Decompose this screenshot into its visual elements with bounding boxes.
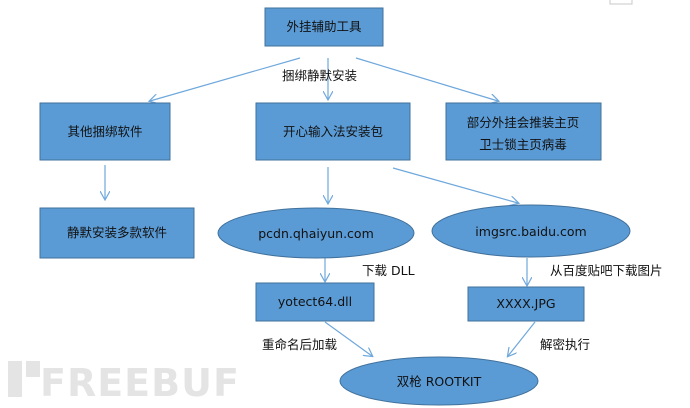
node-homepage-line2: 卫士锁主页病毒 <box>479 137 567 152</box>
edge-label-decrypt-execute: 解密执行 <box>540 337 590 352</box>
edge-root-to-homepage <box>355 57 498 101</box>
node-rootkit: 双枪 ROOTKIT <box>339 356 539 406</box>
node-bundle-other: 其他捆绑软件 <box>39 102 171 161</box>
node-pcdn: pcdn.qhaiyun.com <box>217 207 415 259</box>
node-jpg-label: XXXX.JPG <box>496 296 555 311</box>
node-homepage: 部分外挂会推装主页 卫士锁主页病毒 <box>445 102 602 161</box>
node-jpg: XXXX.JPG <box>467 286 585 322</box>
edges <box>105 57 536 356</box>
node-dll-label: yotect64.dll <box>278 294 352 309</box>
edge-label-download-image: 从百度贴吧下载图片 <box>550 263 663 278</box>
node-input-method-label: 开心输入法安装包 <box>283 124 383 139</box>
edge-label-bundle-silent: 捆绑静默安装 <box>282 68 357 83</box>
node-root: 外挂辅助工具 <box>264 7 384 47</box>
node-bundle-other-label: 其他捆绑软件 <box>67 124 142 139</box>
freebuf-watermark: FREEBUF <box>8 361 240 405</box>
edge-dll-to-rootkit <box>324 321 372 356</box>
edge-root-to-bundle-other <box>150 57 301 101</box>
node-rootkit-label: 双枪 ROOTKIT <box>397 374 482 389</box>
node-pcdn-label: pcdn.qhaiyun.com <box>258 226 374 241</box>
node-imgsrc-label: imgsrc.baidu.com <box>475 224 586 239</box>
node-root-label: 外挂辅助工具 <box>286 19 362 34</box>
edge-input-to-imgsrc <box>392 167 518 203</box>
node-imgsrc: imgsrc.baidu.com <box>431 204 631 258</box>
edge-label-download-dll: 下载 DLL <box>362 263 415 278</box>
node-dll: yotect64.dll <box>255 282 375 322</box>
edge-jpg-to-rootkit <box>508 321 536 356</box>
corner-marks <box>609 0 633 5</box>
node-input-method: 开心输入法安装包 <box>255 102 411 161</box>
node-homepage-line1: 部分外挂会推装主页 <box>467 115 580 130</box>
node-silent-install: 静默安装多款软件 <box>39 207 195 259</box>
node-silent-install-label: 静默安装多款软件 <box>67 225 167 240</box>
watermark-text: FREEBUF <box>40 361 240 405</box>
edge-label-rename-load: 重命名后加载 <box>262 337 338 352</box>
